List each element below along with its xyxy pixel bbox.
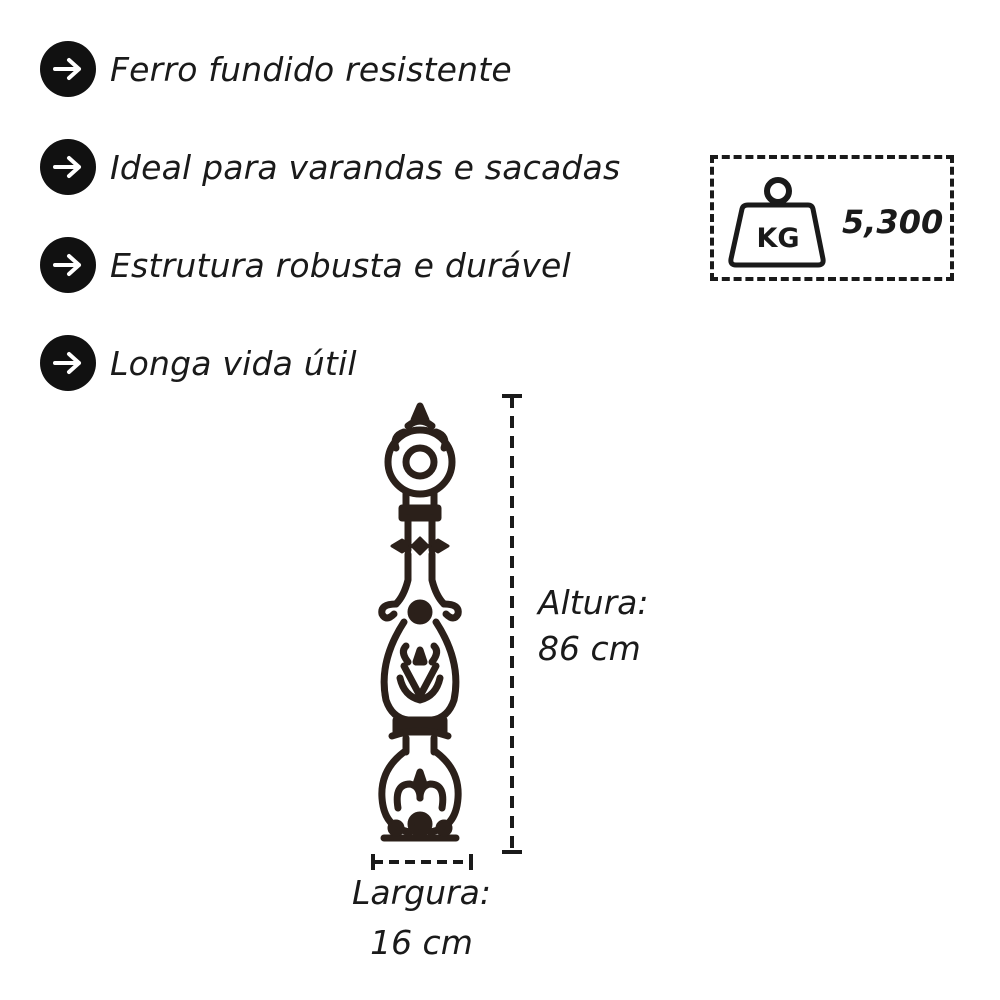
- width-label: Largura: 16 cm: [352, 868, 491, 968]
- feature-item: Estrutura robusta e durável: [40, 236, 571, 294]
- feature-text: Ideal para varandas e sacadas: [110, 147, 621, 187]
- arrow-right-icon: [40, 335, 96, 391]
- arrow-right-icon: [40, 237, 96, 293]
- feature-text: Longa vida útil: [110, 343, 357, 383]
- feature-item: Ferro fundido resistente: [40, 40, 512, 98]
- feature-text: Ferro fundido resistente: [110, 49, 512, 89]
- width-dimension-line: [370, 852, 474, 876]
- feature-item: Ideal para varandas e sacadas: [40, 138, 620, 196]
- kg-weight-icon: KG: [726, 171, 826, 273]
- width-label-value: 16 cm: [370, 923, 473, 962]
- arrow-right-icon: [40, 41, 96, 97]
- weight-box: KG 5,300: [710, 155, 954, 281]
- height-label-title: Altura:: [538, 583, 649, 622]
- baluster-image: [370, 400, 470, 854]
- kg-unit-text: KG: [756, 223, 799, 254]
- height-dimension-line: [500, 393, 524, 859]
- width-label-title: Largura:: [352, 873, 491, 912]
- weight-value: 5,300: [842, 203, 944, 241]
- arrow-right-icon: [40, 139, 96, 195]
- feature-item: Longa vida útil: [40, 334, 357, 392]
- height-label-value: 86 cm: [538, 629, 641, 668]
- height-label: Altura: 86 cm: [538, 580, 649, 672]
- feature-text: Estrutura robusta e durável: [110, 245, 571, 285]
